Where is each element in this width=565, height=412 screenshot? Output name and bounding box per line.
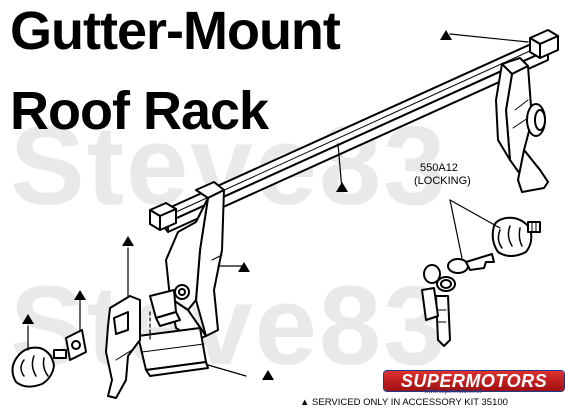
leader-lines [27,33,529,377]
crossbar-end-cap-left [149,202,177,231]
gutter-hook-clip [105,295,141,399]
crossbar-end-cap-right [529,29,559,59]
rack-tower-right [495,57,549,193]
gutter-pad [137,327,209,377]
washer [65,329,87,361]
lock-part-note: (LOCKING) [414,175,471,187]
gutter-clamp-bracket [149,289,181,327]
watermark-text: Steve83 [10,263,448,388]
service-kit-footnote: ▲ SERVICED ONLY IN ACCESSORY KIT 35100 [300,397,508,408]
logo-url: www.supermotors.net [424,389,482,395]
logo-text: SUPERMOTORS [384,371,564,391]
page-title-line-2: Roof Rack [10,81,269,141]
key-set [421,253,495,347]
clamp-knob-left [11,346,67,388]
page-title-line-1: Gutter-Mount [10,1,341,61]
supermotors-logo: SUPERMOTORS www.supermotors.net [384,371,564,395]
service-kit-markers [22,30,452,380]
lock-part-number: 550A12 [420,162,458,174]
crossbar [159,39,549,233]
lock-knob-right [491,216,541,257]
